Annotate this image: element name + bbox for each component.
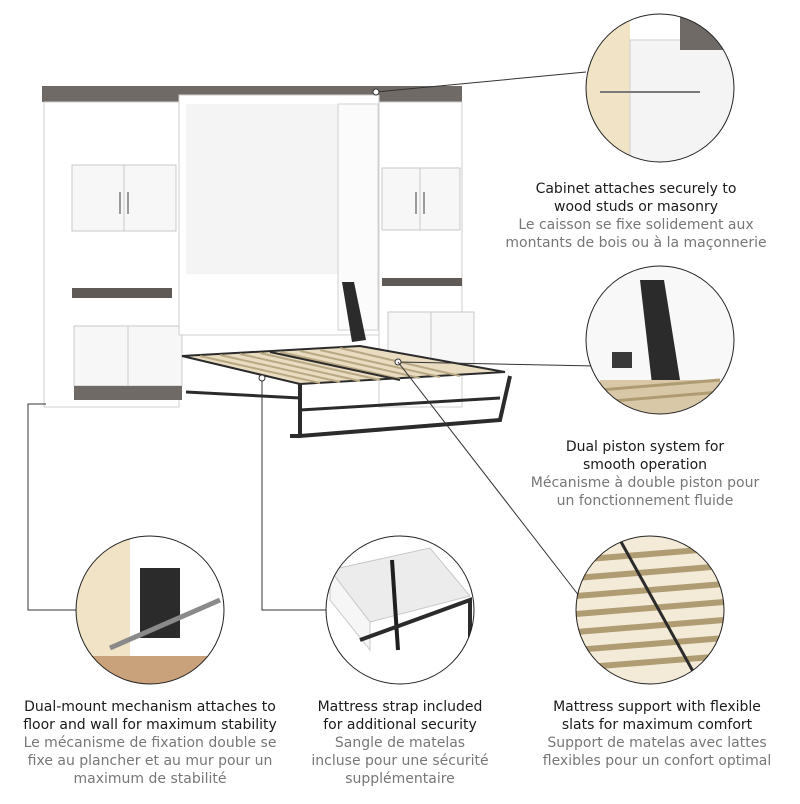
caption-fr-line: fixe au plancher et au mur pour un <box>27 753 273 769</box>
caption-en-line: wood studs or masonry <box>554 199 718 215</box>
leader-strap <box>261 378 326 611</box>
leader-cabinet <box>375 71 587 93</box>
caption-fr-line: maximum de stabilité <box>73 771 227 787</box>
caption-en-line: smooth operation <box>582 457 708 473</box>
left-desk-top <box>72 288 172 298</box>
callout-image-cabinet-attachment <box>585 13 735 163</box>
caption-en-line: for additional security <box>323 717 477 733</box>
caption-en-line: Mattress strap included <box>317 699 483 715</box>
caption-fr-line: montants de bois ou à la maçonnerie <box>505 235 767 251</box>
callout-image-piston <box>585 265 735 415</box>
caption-fr-line: Le caisson se fixe solidement aux <box>518 217 754 233</box>
callout-image-mattress-strap <box>325 535 475 685</box>
caption-mattress-strap: Mattress strap included for additional s… <box>290 698 510 788</box>
leader-mount <box>27 403 76 611</box>
caption-fr-line: supplémentaire <box>345 771 455 787</box>
caption-dual-mount: Dual-mount mechanism attaches to floor a… <box>10 698 290 788</box>
caption-en-line: Dual piston system for <box>565 439 725 455</box>
caption-en-line: floor and wall for maximum stability <box>23 717 277 733</box>
bed-platform <box>181 344 512 439</box>
caption-en-line: slats for maximum comfort <box>561 717 753 733</box>
leader-slats <box>397 361 591 611</box>
caption-fr-line: flexibles pour un confort optimal <box>542 753 772 769</box>
caption-en-line: Cabinet attaches securely to <box>535 181 737 197</box>
caption-cabinet-attachment: Cabinet attaches securely to wood studs … <box>480 180 792 252</box>
caption-en-line: Dual-mount mechanism attaches to <box>24 699 276 715</box>
murphy-bed-product <box>42 86 512 439</box>
caption-fr-line: Support de matelas avec lattes <box>547 735 767 751</box>
callout-lines <box>27 71 597 611</box>
caption-fr-line: Sangle de matelas <box>334 735 466 751</box>
right-desk-top <box>382 278 462 286</box>
caption-fr-line: un fonctionnement fluide <box>556 493 734 509</box>
caption-fr-line: Le mécanisme de fixation double se <box>23 735 277 751</box>
callout-image-slats <box>575 535 725 685</box>
caption-piston: Dual piston system for smooth operation … <box>500 438 790 510</box>
leader-piston <box>397 361 597 367</box>
callout-image-dual-mount <box>75 535 225 685</box>
caption-fr-line: incluse pour une sécurité <box>311 753 489 769</box>
caption-en-line: Mattress support with flexible <box>553 699 761 715</box>
caption-slats: Mattress support with flexible slats for… <box>522 698 792 770</box>
caption-fr-line: Mécanisme à double piston pour <box>530 475 760 491</box>
right-upper-doors <box>381 167 461 231</box>
